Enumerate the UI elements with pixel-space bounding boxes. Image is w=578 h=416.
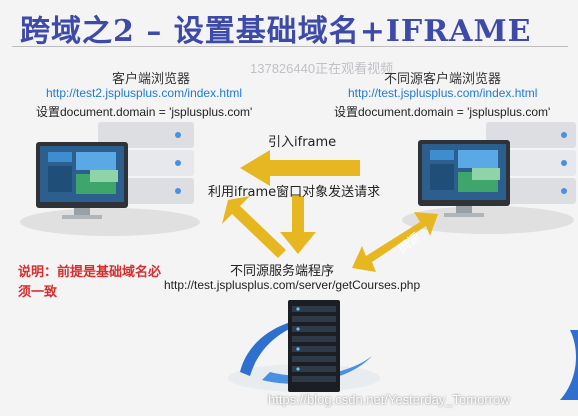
blog-watermark: https://blog.csdn.net/Yesterday_Tomorrow [268,392,510,407]
page-title: 跨域之2 – 设置基础域名+IFRAME [20,14,532,49]
same-origin-arrow [352,212,438,272]
decorative-shape [560,330,578,400]
right-client-title: 不同源客户端浏览器 [384,72,502,87]
server-title: 不同源服务端程序 [230,264,335,279]
server-icon [228,300,380,392]
left-client-setting: 设置document.domain = 'jsplusplus.com' [36,105,253,119]
import-iframe-arrow [240,150,360,186]
viewer-watermark: 137826440正在观看视频 [250,61,394,76]
right-client-url[interactable]: http://test.jsplusplus.com/index.html [348,86,538,100]
send-request-label: 利用iframe窗口对象发送请求 [208,185,381,200]
server-url[interactable]: http://test.jsplusplus.com/server/getCou… [164,278,421,292]
right-client-computer-icon [402,122,576,234]
request-arrow-left [222,196,286,258]
left-client-url[interactable]: http://test2.jsplusplus.com/index.html [46,86,243,100]
left-client-computer-icon [20,122,200,236]
note-text: 说明：前提是基础域名必须一致 [18,265,162,300]
import-iframe-label: 引入iframe [268,135,337,150]
right-client-setting: 设置document.domain = 'jsplusplus.com' [334,105,551,119]
title-bar: 跨域之2 – 设置基础域名+IFRAME [12,4,568,49]
request-arrow-down [280,196,316,254]
left-client-title: 客户端浏览器 [112,72,191,87]
